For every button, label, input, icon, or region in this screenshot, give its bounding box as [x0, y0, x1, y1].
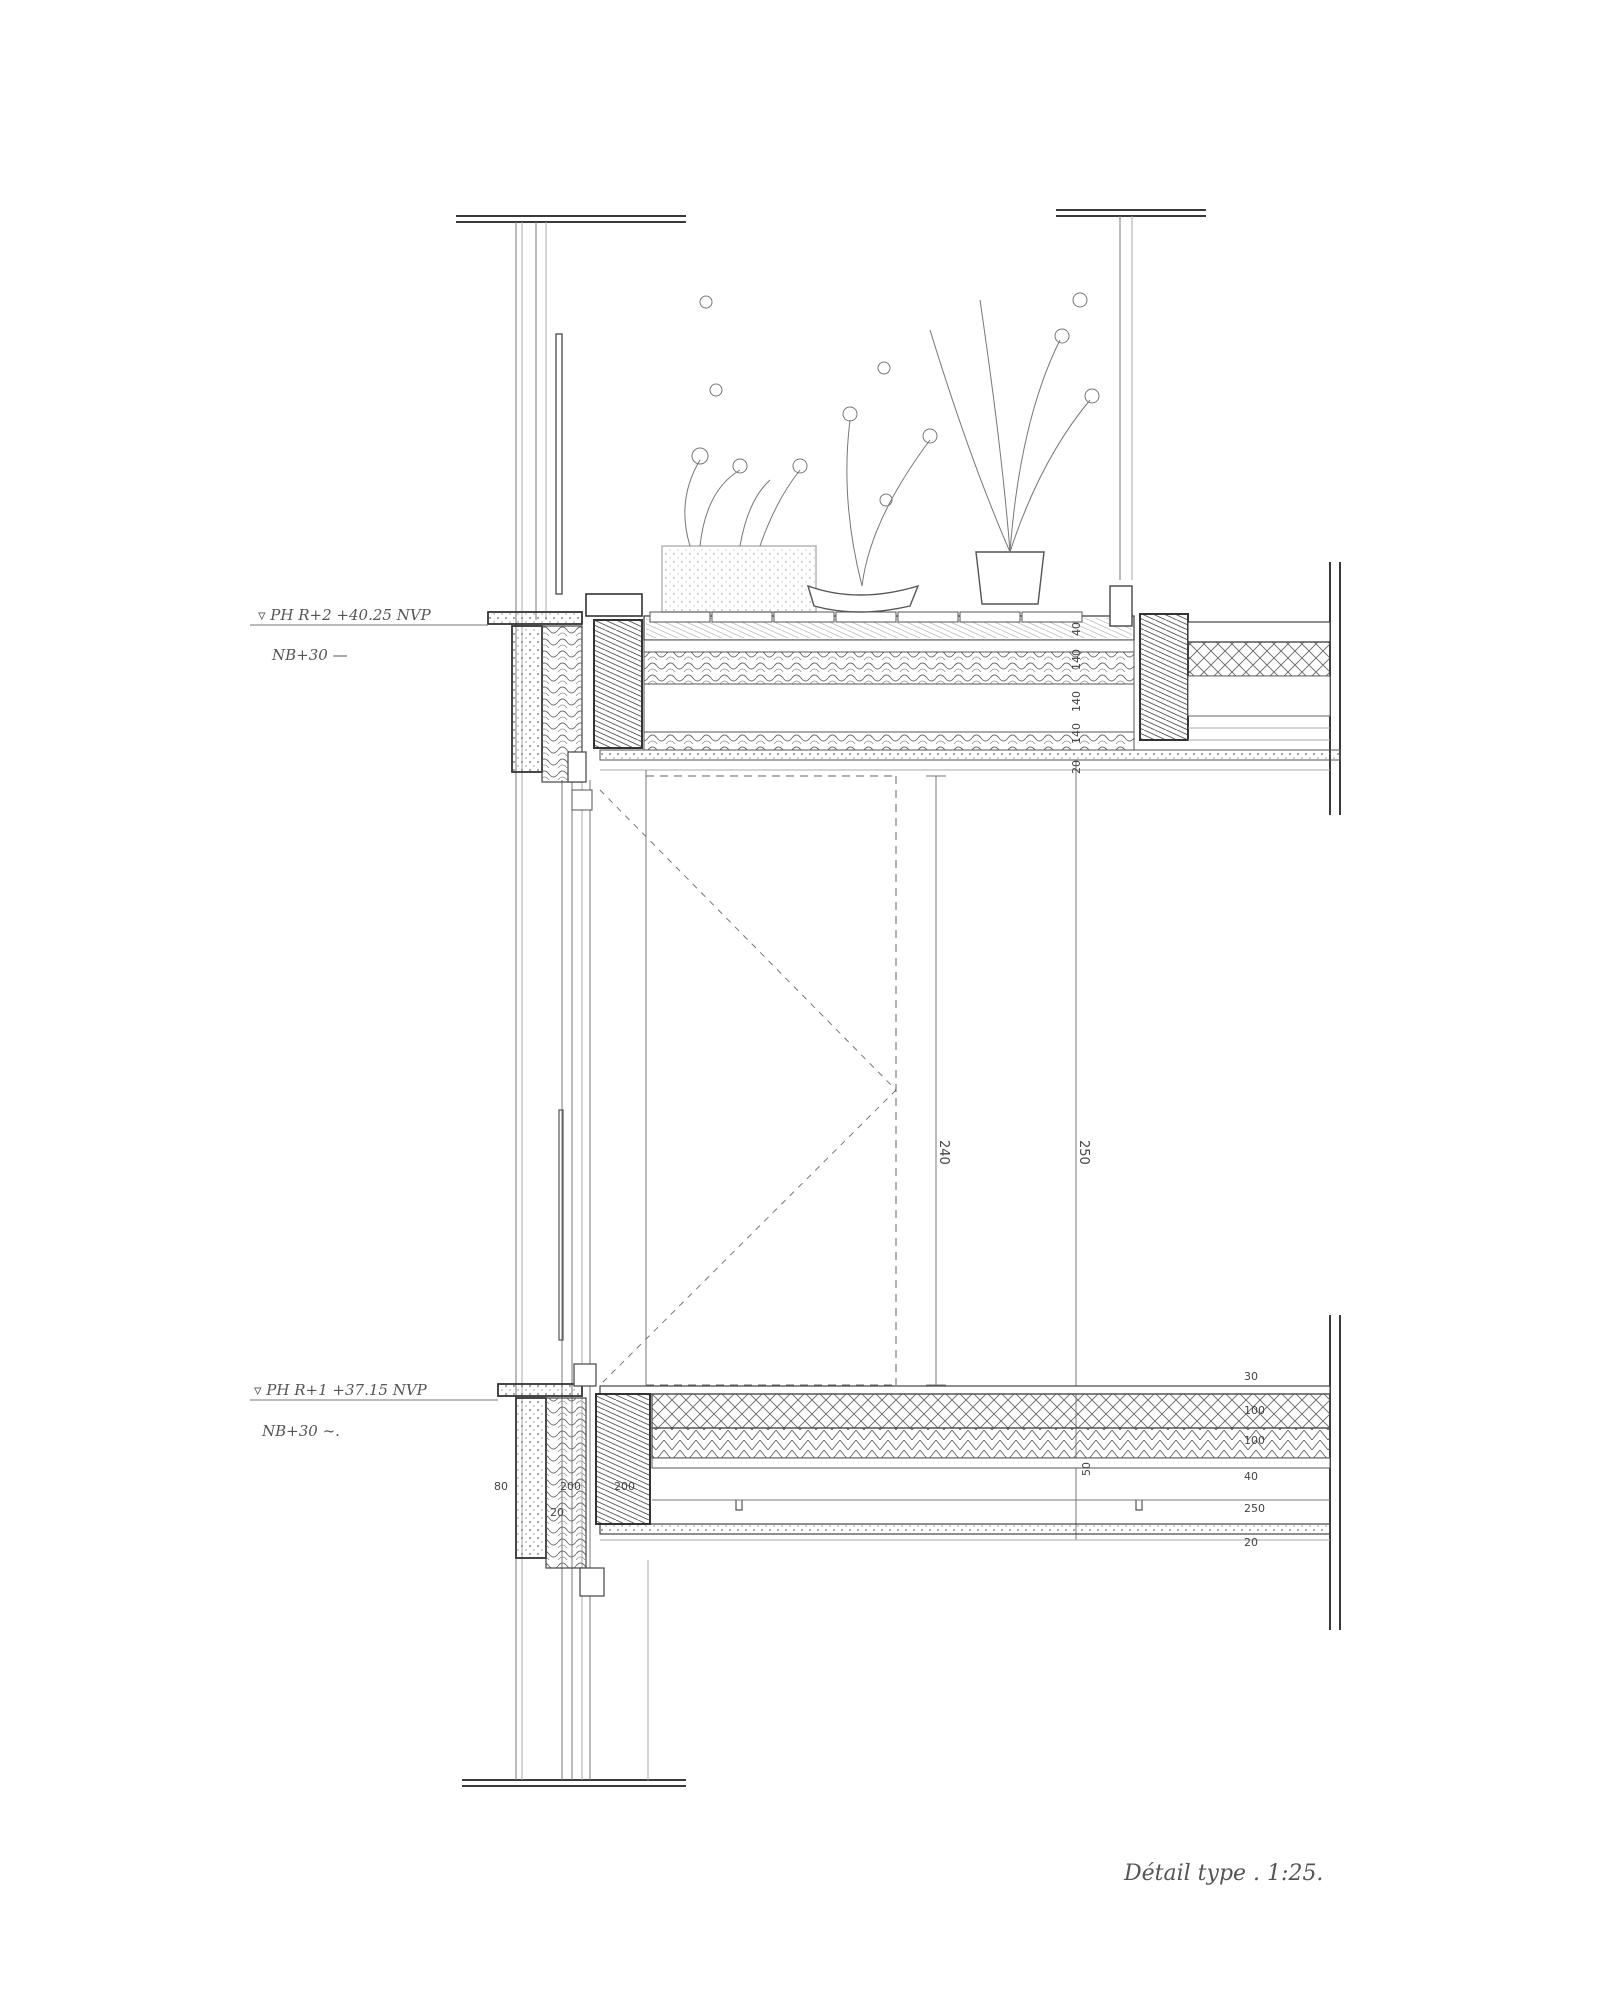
dim-upper-1: 140: [1070, 649, 1083, 670]
dim-small: 50: [1080, 1462, 1093, 1476]
dim-lower-1: 100: [1244, 1404, 1265, 1417]
dim-vertical-1: 250: [1076, 1140, 1091, 1165]
upper-facade-panel: [487, 611, 593, 811]
dim-lower-0: 30: [1244, 1370, 1258, 1383]
dim-upper-4: 20: [1070, 760, 1083, 774]
dim-upper-2: 140: [1070, 691, 1083, 712]
dim-upper-0: 40: [1070, 622, 1083, 636]
dim-wall-3: 20: [550, 1506, 564, 1519]
right-wall: [1329, 562, 1341, 1630]
dim-wall-2: 200: [614, 1480, 635, 1493]
level-lower-label: ▿ PH R+1 +37.15 NVP: [254, 1381, 428, 1399]
dim-wall-1: 200: [560, 1480, 581, 1493]
level-upper-fire: NB+30 —: [271, 646, 348, 664]
dim-upper-3: 140: [1070, 723, 1083, 744]
dim-vertical-0: 240: [936, 1140, 951, 1165]
dim-lower-4: 250: [1244, 1502, 1265, 1515]
planters: [661, 292, 1100, 613]
level-marker-lower: ▿ PH R+1 +37.15 NVP NB+30 ~.: [250, 1381, 498, 1440]
lower-slab: [595, 1385, 1331, 1541]
lower-facade-panel: [497, 1363, 605, 1597]
facade-verticals: [515, 216, 1133, 1780]
level-upper-label: ▿ PH R+2 +40.25 NVP: [258, 606, 432, 624]
cut-marks: [456, 209, 1206, 1787]
level-marker-upper: ▿ PH R+2 +40.25 NVP NB+30 —: [250, 606, 488, 664]
dim-lower-5: 20: [1244, 1536, 1258, 1549]
dim-lower-3: 40: [1244, 1470, 1258, 1483]
dimensions: 40 140 140 140 20 30 100 100 40 250 20 2…: [494, 622, 1265, 1549]
drawing-caption: Détail type . 1:25.: [1123, 1861, 1323, 1886]
upper-slab: [585, 585, 1341, 771]
dim-wall-0: 80: [494, 1480, 508, 1493]
dim-lower-2: 100: [1244, 1434, 1265, 1447]
level-lower-fire: NB+30 ~.: [261, 1422, 340, 1440]
